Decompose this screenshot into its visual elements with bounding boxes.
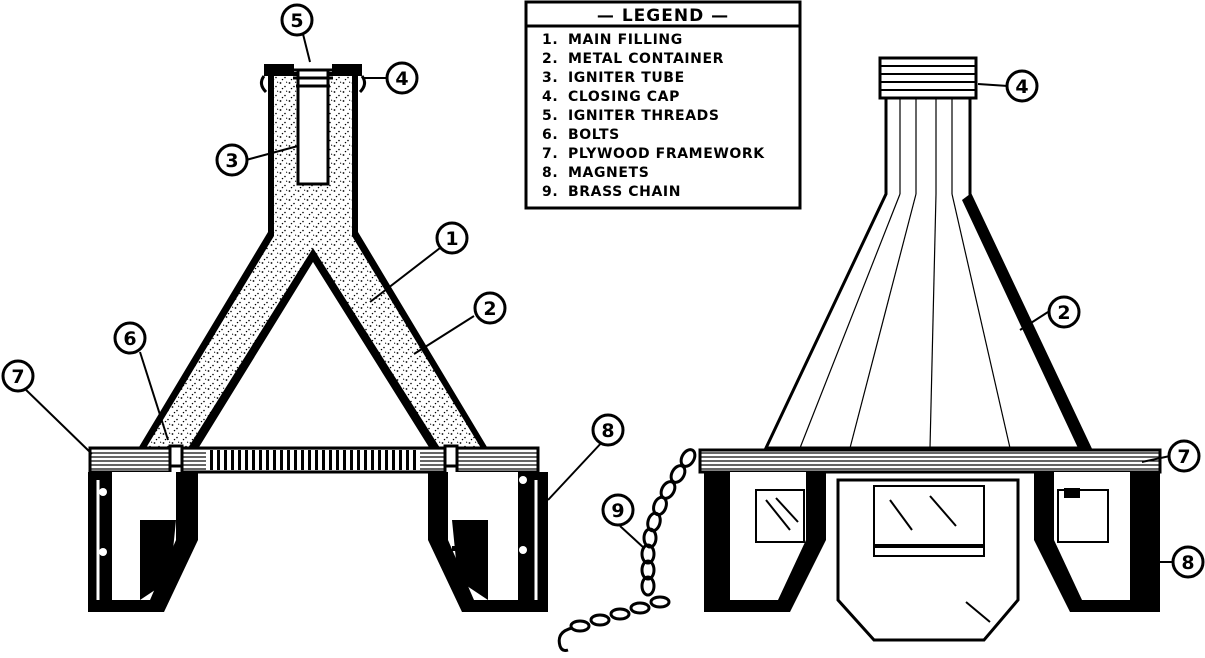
exterior-view: [557, 56, 1162, 652]
framework-center-band: [206, 450, 420, 470]
legend-item-2-num: 2.: [542, 51, 558, 67]
callout-2-left-label: 2: [483, 298, 496, 320]
container-highlight-lines: [799, 98, 1011, 449]
main-filling: [146, 76, 481, 448]
callout-1-label: 1: [445, 228, 458, 250]
section-view: [88, 64, 548, 612]
legend-item-5-label: IGNITER THREADS: [568, 108, 720, 124]
legend-item-1-num: 1.: [542, 32, 558, 48]
legend-item-5-num: 5.: [542, 108, 558, 124]
legend-item-7-label: PLYWOOD FRAMEWORK: [568, 146, 765, 162]
legend-item-6-label: BOLTS: [568, 127, 620, 143]
legend-item-2-label: METAL CONTAINER: [568, 51, 724, 67]
legend-item-9-num: 9.: [542, 184, 558, 200]
callout-2-right: 2: [1047, 295, 1081, 329]
callout-5-label: 5: [290, 10, 303, 32]
callout-6: 6: [113, 321, 147, 355]
callout-8-left-label: 8: [601, 420, 614, 442]
callout-3-label: 3: [225, 150, 238, 172]
legend-item-8-num: 8.: [542, 165, 558, 181]
magnet-exterior-right: [1034, 472, 1160, 612]
brass-chain: [557, 448, 697, 652]
legend-item-9-label: BRASS CHAIN: [568, 184, 681, 200]
callout-2-left: 2: [473, 291, 507, 325]
legend-item-4-label: CLOSING CAP: [568, 89, 680, 105]
magnet-left: [88, 472, 198, 612]
legend-item-8-label: MAGNETS: [568, 165, 649, 181]
callout-8-left: 8: [591, 413, 625, 447]
closing-cap-exterior: [878, 56, 978, 100]
callout-1: 1: [435, 221, 469, 255]
callout-9: 9: [601, 493, 635, 527]
callout-4-left-label: 4: [395, 68, 408, 90]
legend-box: [524, 0, 802, 210]
igniter-threads: [293, 68, 333, 88]
callout-7-left: 7: [1, 359, 35, 393]
legend: — LEGEND — 1. MAIN FILLING 2. METAL CONT…: [524, 0, 802, 210]
callout-lines: [21, 21, 1174, 563]
legend-item-4-num: 4.: [542, 89, 558, 105]
callout-3: 3: [215, 143, 249, 177]
magnet-exterior-left: [704, 472, 826, 612]
legend-item-7-num: 7.: [542, 146, 558, 162]
callout-9-label: 9: [611, 500, 624, 522]
magnet-right: [428, 472, 548, 612]
callout-4-left: 4: [385, 61, 419, 95]
container-shading: [962, 194, 1090, 448]
legend-title: — LEGEND —: [597, 6, 729, 26]
legend-item-6-num: 6.: [542, 127, 558, 143]
callout-5: 5: [280, 3, 314, 37]
legend-item-3-num: 3.: [542, 70, 558, 86]
callout-7-right: 7: [1167, 439, 1201, 473]
callout-4-right-label: 4: [1015, 76, 1028, 98]
metal-container-exterior: [763, 96, 1093, 450]
callout-7-right-label: 7: [1177, 446, 1190, 468]
magnet-exterior-center: [836, 478, 1020, 642]
callout-7-left-label: 7: [11, 366, 24, 388]
callout-8-right: 8: [1171, 545, 1205, 579]
callout-6-label: 6: [123, 328, 136, 350]
legend-item-3-label: IGNITER TUBE: [568, 70, 685, 86]
plywood-framework-exterior: [698, 448, 1162, 474]
callout-8-right-label: 8: [1181, 552, 1194, 574]
callout-4-right: 4: [1005, 69, 1039, 103]
callout-2-right-label: 2: [1057, 302, 1070, 324]
legend-item-1-label: MAIN FILLING: [568, 32, 683, 48]
